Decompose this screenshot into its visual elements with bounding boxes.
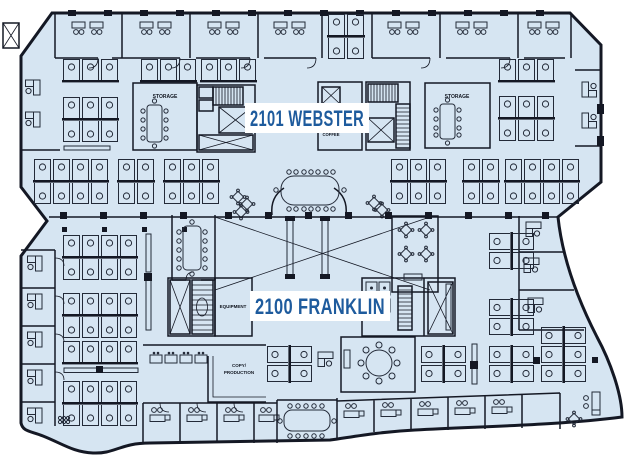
- franklin-left-office-walls: [21, 249, 56, 426]
- storage-left-label: STORAGE: [153, 94, 178, 100]
- franklin-conference-room: [171, 215, 216, 281]
- copy-production-area: [143, 344, 266, 403]
- round-conference-room: [340, 336, 416, 393]
- door-arcs-top: [88, 57, 511, 69]
- coffee-label: COFFEE: [323, 132, 340, 137]
- bottom-office-walls-left: [142, 402, 277, 443]
- storage-room-left: [132, 82, 198, 151]
- copy-production-label-line1: COPY/: [232, 363, 247, 368]
- franklin-title: 2100 FRANKLIN: [250, 291, 390, 321]
- franklin-title-label: 2100 FRANKLIN: [255, 294, 385, 319]
- webster-title-label: 2101 WEBSTER: [250, 106, 364, 131]
- franklin-core: [167, 277, 216, 337]
- webster-office-walls: [21, 13, 601, 151]
- franklin-right-office-walls: [518, 216, 584, 331]
- bottom-conference-room: [276, 398, 338, 443]
- webster-title: 2101 WEBSTER: [245, 103, 369, 133]
- corner-office: [565, 391, 601, 428]
- bistro-room: [391, 215, 439, 293]
- copy-production-label-line2: PRODUCTION: [224, 370, 254, 375]
- storage-room-right: [424, 82, 491, 149]
- column-row-top: [68, 10, 604, 146]
- storage-right-label: STORAGE: [445, 94, 470, 100]
- equipment-label: EQUIPMENT: [220, 304, 247, 309]
- left-notch-vestibule: [2, 22, 20, 49]
- webster-boardroom: [271, 169, 347, 216]
- bottom-office-walls-right: [336, 392, 561, 432]
